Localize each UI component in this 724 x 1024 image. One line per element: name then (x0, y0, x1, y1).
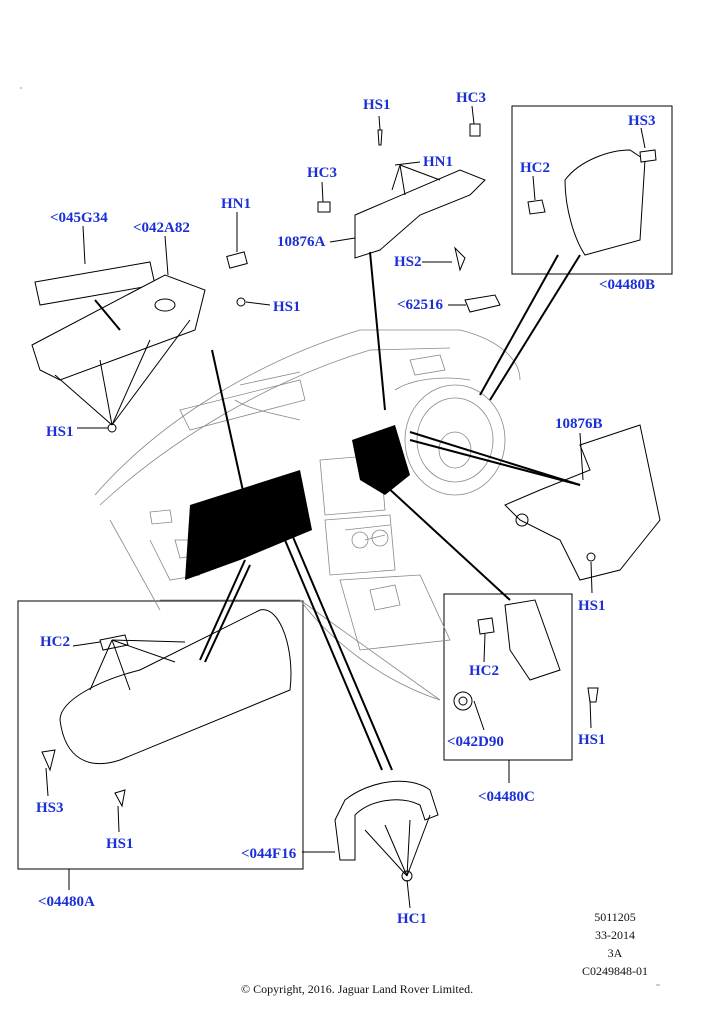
info-line-1: 5011205 (594, 910, 636, 924)
info-line-3: 3A (607, 946, 623, 960)
callout-hs1-right-mid: HS1 (578, 598, 606, 614)
part-10876b (504, 424, 661, 581)
glovebox-panel-highlight (185, 470, 312, 580)
callout-04480b: <04480B (599, 277, 656, 293)
leader-lines (45, 105, 646, 909)
callout-hs1-left-mid: HS1 (273, 299, 301, 315)
box-04480b (511, 105, 673, 275)
steering-column-highlight (352, 425, 410, 495)
callout-042a82: <042A82 (133, 220, 190, 236)
part-04480a (59, 609, 292, 765)
callout-hs3-right: HS3 (628, 113, 656, 129)
pointer-lines (94, 251, 581, 771)
callout-hs1-boxc: HS1 (578, 732, 606, 748)
callout-hc3-left: HC3 (307, 165, 337, 181)
box-04480c (443, 593, 573, 761)
callout-hc2-right: HC2 (520, 160, 550, 176)
part-044f16 (334, 780, 439, 861)
callout-hs1-top: HS1 (363, 97, 391, 113)
part-hn1-clip (226, 251, 248, 269)
callout-045g34: <045G34 (50, 210, 108, 226)
part-62516 (464, 294, 501, 313)
callout-62516: <62516 (397, 297, 444, 313)
callout-hs1-boxa: HS1 (106, 836, 134, 852)
callout-hn1-left: HN1 (221, 196, 251, 212)
callout-hc2-boxc: HC2 (469, 663, 499, 679)
callout-hs3-left: HS3 (36, 800, 64, 816)
info-line-2: 33-2014 (595, 928, 635, 942)
callout-hc2-left: HC2 (40, 634, 70, 650)
callout-10876b: 10876B (555, 416, 603, 432)
info-block: 5011205 33-2014 3A C0249848-01 (574, 908, 656, 980)
part-04480c (504, 599, 561, 681)
callout-04480a: <04480A (38, 894, 95, 910)
callout-10876a: 10876A (277, 234, 326, 250)
callout-hn1-bracket: HN1 (423, 154, 453, 170)
callout-042d90: <042D90 (447, 734, 504, 750)
copyright-text: © Copyright, 2016. Jaguar Land Rover Lim… (241, 982, 474, 996)
callout-hc3-top: HC3 (456, 90, 486, 106)
part-04480b (564, 149, 646, 256)
callout-hc1: HC1 (397, 911, 427, 927)
callout-04480c: <04480C (478, 789, 535, 805)
callout-044f16: <044F16 (241, 846, 297, 862)
callout-hs1-left: HS1 (46, 424, 74, 440)
box-04480a (17, 600, 304, 870)
callout-hs2: HS2 (394, 254, 422, 270)
part-10876a (354, 169, 486, 259)
info-line-4: C0249848-01 (582, 964, 648, 978)
